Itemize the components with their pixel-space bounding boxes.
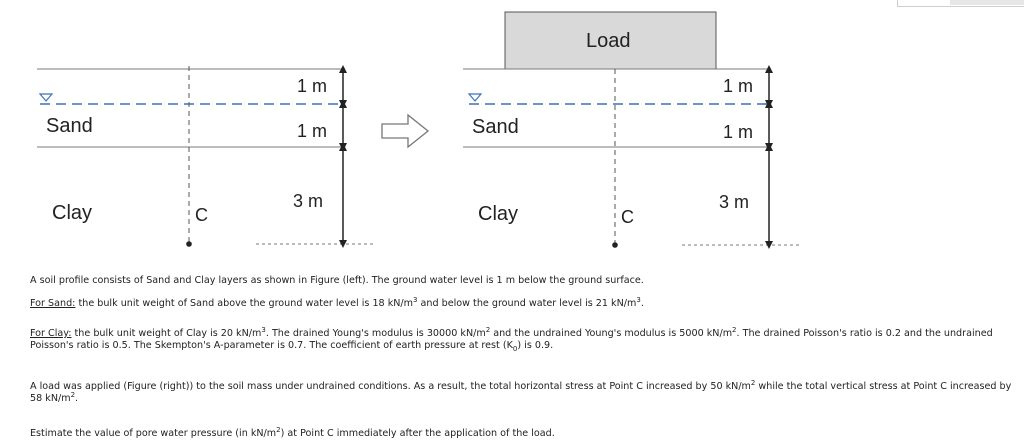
load-block [504,11,717,70]
point-c-label: C [195,205,208,225]
clay-label: Clay [478,203,518,225]
dim-label-bottom: 3 m [719,192,749,212]
question-text: Estimate the value of pore water pressur… [30,425,555,439]
sand-properties: For Sand: the bulk unit weight of Sand a… [30,295,644,309]
dim-label-top: 1 m [723,76,753,96]
water-table-icon [38,93,54,102]
clay-label: Clay [52,202,92,224]
dim-label-top: 1 m [297,76,327,96]
dim-label-bottom: 3 m [293,191,323,211]
clay-properties: For Clay: the bulk unit weight of Clay i… [30,325,993,353]
right-figure: Load Sand Clay C 1 m 1 m 3 m [463,11,800,249]
sand-heading: For Sand: [30,298,76,309]
load-label: Load [586,30,631,52]
dim-label-mid: 1 m [723,122,753,142]
intro-text: A soil profile consists of Sand and Clay… [30,275,644,286]
dim-label-mid: 1 m [297,121,327,141]
sand-label: Sand [472,116,519,138]
problem-intro: A soil profile consists of Sand and Clay… [30,275,1020,287]
top-right-frame-fill [950,0,1024,5]
clay-heading: For Clay: [30,328,72,339]
point-c-marker [612,242,618,248]
load-description: A load was applied (Figure (right)) to t… [30,378,1012,404]
sand-label: Sand [46,115,93,137]
point-c-label: C [621,207,634,227]
transition-arrow-icon [381,113,430,149]
point-c-marker [186,241,192,247]
water-table-icon [467,93,483,102]
soil-profile-diagram: Sand Clay C 1 m 1 m 3 m Load Sand Clay C… [37,11,800,249]
left-figure: Sand Clay C 1 m 1 m 3 m [37,65,375,248]
